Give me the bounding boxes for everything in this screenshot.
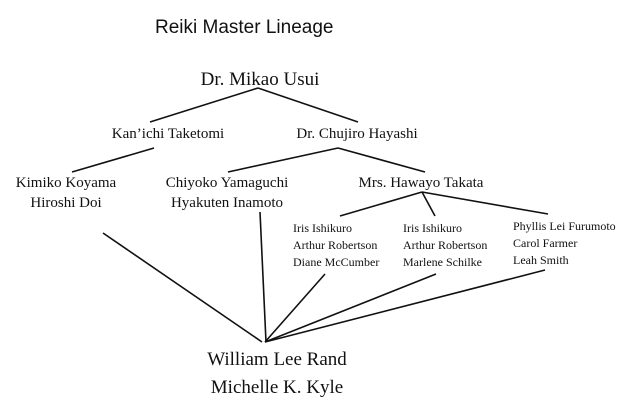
edge-yamaguchi-rand xyxy=(259,211,267,343)
node-ishikuro-schilke-line-1: Iris Ishikuro xyxy=(403,221,462,235)
diagram-title: Reiki Master Lineage xyxy=(155,17,333,38)
node-koyama-doi: Kimiko Koyama Hiroshi Doi xyxy=(16,175,117,211)
edge-ishikuro2-rand xyxy=(264,273,437,343)
node-ishikuro-schilke: Iris Ishikuro Arthur Robertson Marlene S… xyxy=(403,221,487,269)
edge-hayashi-yamaguchi xyxy=(227,147,339,173)
edge-takata-furumoto xyxy=(421,191,549,215)
node-ishikuro-mccumber-line-2: Arthur Robertson xyxy=(293,238,377,252)
node-koyama-doi-line-1: Kimiko Koyama xyxy=(16,175,117,191)
lineage-connectors xyxy=(71,87,549,343)
node-furumoto-farmer-smith-line-3: Leah Smith xyxy=(513,253,569,267)
node-yamaguchi-inamoto: Chiyoko Yamaguchi Hyakuten Inamoto xyxy=(166,175,289,211)
node-yamaguchi-inamoto-line-1: Chiyoko Yamaguchi xyxy=(166,175,289,191)
node-ishikuro-mccumber: Iris Ishikuro Arthur Robertson Diane McC… xyxy=(293,221,379,269)
edge-ishikuro1-rand xyxy=(264,273,326,343)
node-takata-line: Mrs. Hawayo Takata xyxy=(359,175,484,191)
node-rand-kyle-line-2: Michelle K. Kyle xyxy=(211,377,343,398)
edge-taketomi-koyama xyxy=(71,147,155,173)
edge-hayashi-takata xyxy=(337,147,426,173)
node-hayashi-line: Dr. Chujiro Hayashi xyxy=(296,126,417,142)
node-ishikuro-schilke-line-2: Arthur Robertson xyxy=(403,238,487,252)
node-taketomi-line: Kan’ichi Taketomi xyxy=(112,126,224,142)
edge-takata-ishikuro2 xyxy=(421,191,436,217)
node-rand-kyle-line-1: William Lee Rand xyxy=(207,349,347,370)
node-rand-kyle: William Lee Rand Michelle K. Kyle xyxy=(207,349,347,398)
edge-usui-taketomi xyxy=(149,87,259,123)
edge-koyama-rand xyxy=(102,232,263,343)
node-furumoto-farmer-smith-line-1: Phyllis Lei Furumoto xyxy=(513,219,616,233)
node-ishikuro-schilke-line-3: Marlene Schilke xyxy=(403,255,482,269)
edge-furumoto-rand xyxy=(264,269,546,343)
node-furumoto-farmer-smith: Phyllis Lei Furumoto Carol Farmer Leah S… xyxy=(513,219,616,267)
node-hayashi: Dr. Chujiro Hayashi xyxy=(296,126,417,142)
node-yamaguchi-inamoto-line-2: Hyakuten Inamoto xyxy=(171,195,283,211)
node-usui: Dr. Mikao Usui xyxy=(201,69,320,90)
node-takata: Mrs. Hawayo Takata xyxy=(359,175,484,191)
node-ishikuro-mccumber-line-1: Iris Ishikuro xyxy=(293,221,352,235)
node-koyama-doi-line-2: Hiroshi Doi xyxy=(30,195,101,211)
edge-takata-ishikuro1 xyxy=(339,191,423,217)
node-taketomi: Kan’ichi Taketomi xyxy=(112,126,224,142)
node-furumoto-farmer-smith-line-2: Carol Farmer xyxy=(513,236,577,250)
edge-usui-hayashi xyxy=(257,87,359,123)
node-usui-line: Dr. Mikao Usui xyxy=(201,69,320,90)
node-ishikuro-mccumber-line-3: Diane McCumber xyxy=(293,255,379,269)
